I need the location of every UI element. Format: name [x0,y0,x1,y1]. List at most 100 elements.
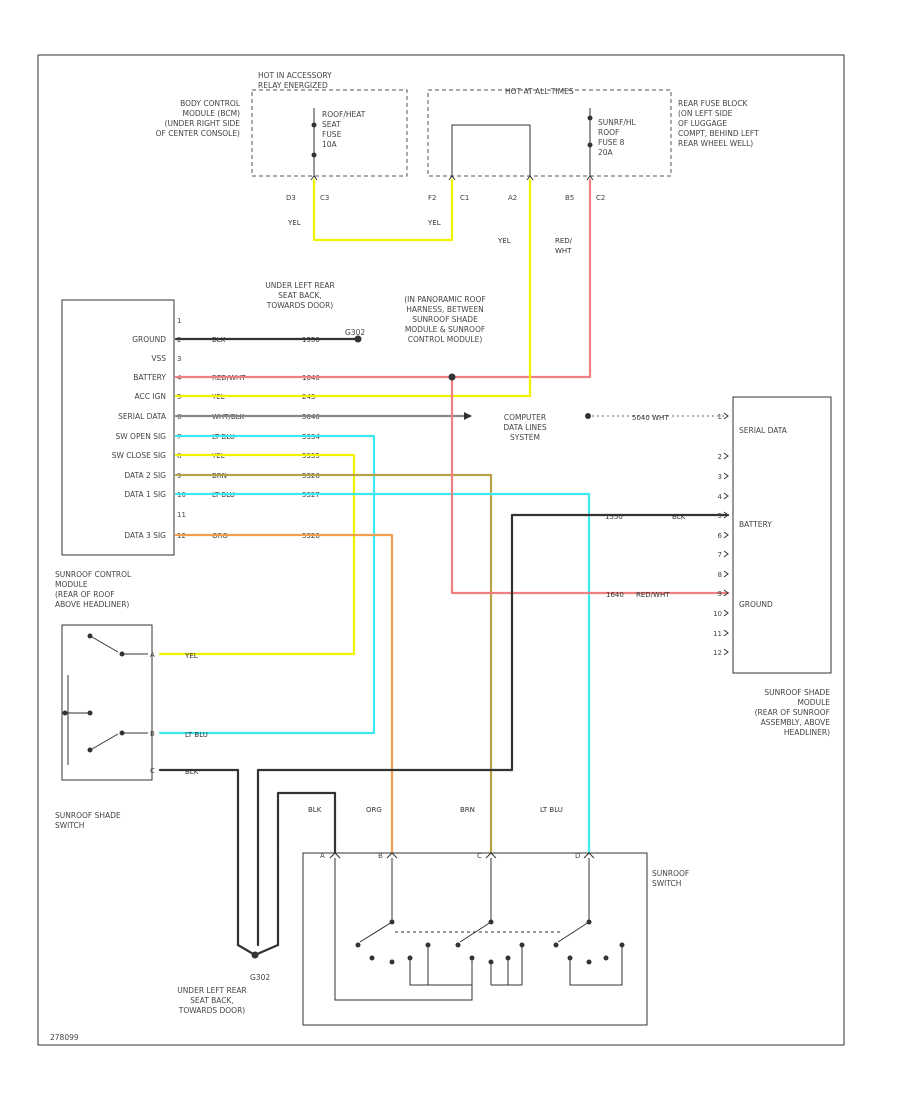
shade-module-pin-connector [723,531,729,539]
control-module-pin-label: SW CLOSE SIG [112,451,166,460]
sunroof-switch-box [302,852,648,1026]
shade-switch-box [61,624,153,781]
shade-module-pin-connector [723,609,729,617]
control-module-pin-label: DATA 2 SIG [124,471,166,480]
shade-module-box [732,396,832,674]
shade-module-pin-number: 5 [718,512,722,520]
pin-d3: D3 [286,194,296,202]
splice-node [448,373,456,381]
shade-module-pin-number: 6 [718,532,723,540]
wire-sunroof-switch-blk [276,791,337,947]
shade-serial-label: SERIAL DATA [739,426,788,435]
wire-data2-brn [174,473,493,854]
yel-loop-wire [312,178,454,242]
shade-wire-a-label: YEL [184,652,198,660]
shade-wire-c-label: BLK [185,768,199,776]
sunroof-wire-ltblu: LT BLU [540,806,563,814]
sunroof-pin-d: D [575,852,580,860]
sunroof-wire-blk: BLK [308,806,322,814]
fuse-right-top-dot [587,115,593,121]
shade-module-pin-number: 8 [718,571,722,579]
figure-id: 278099 [50,1033,79,1042]
battery-shade-wire-label: 1550 [605,513,623,521]
pin-c2: C2 [596,194,605,202]
yel-label-2: YEL [427,219,441,227]
wire-sw-close-yel [158,453,356,656]
wire-shade-battery-blk [256,513,730,947]
serial-dot [585,413,591,419]
rear-fuse-box [427,89,672,177]
sunroof-pin-c: C [477,852,482,860]
pin-c1: C1 [460,194,469,202]
wire-shade-switch-blk [158,768,240,947]
control-module-pin-number: 3 [177,355,181,363]
ground-bottom-node [251,951,259,959]
shade-switch-pin-b: B [150,730,155,738]
control-module-pin-number: 1 [177,317,181,325]
shade-module-pin-number: 4 [718,493,723,501]
shade-switch-pin-a: A [150,651,155,659]
fuse-left-bottom-dot [311,152,317,158]
control-module-pin-number: 11 [177,511,186,519]
shade-module-pin-connector [723,589,729,597]
wire-battery-redwht [174,178,592,379]
shade-module-pin-connector [723,492,729,500]
control-module-pin-label: DATA 1 SIG [124,490,166,499]
shade-battery-label: BATTERY [739,520,772,529]
ground-shade-wire-label: 1640 [606,591,624,599]
shade-module-pin-number: 9 [718,590,722,598]
ground-bottom-code: G302 [250,973,270,982]
wire-acc-yel [174,178,532,398]
pin-f2: F2 [428,194,436,202]
ground-top-code: G302 [345,328,365,337]
diagram-frame [37,54,845,1046]
wire-data3-org [174,533,394,854]
shade-module-pin-connector [723,511,729,519]
wire-data1-ltblu [174,492,591,854]
top-connectors [310,175,594,181]
battery-shade-color-label: BLK [672,513,686,521]
sunroof-wire-org: ORG [366,806,382,814]
bcm-fuse-box [251,89,408,177]
wire-sw-open-ltblu [158,434,376,735]
control-module-pin-label: ACC IGN [135,392,167,401]
pin-c3: C3 [320,194,329,202]
control-module-pin-label: SERIAL DATA [118,412,167,421]
shade-module-pin-connector [723,472,729,480]
shade-module-pin-number: 2 [718,453,722,461]
pin-b5: B5 [565,194,574,202]
ground-shade-color-label: RED/WHT [636,591,670,599]
shade-module-pin-connector [723,648,729,656]
control-module-pin-label: SW OPEN SIG [115,432,166,441]
shade-wire-b-label: LT BLU [185,731,208,739]
shade-module-pin-connector [723,412,729,420]
control-module-pin-label: GROUND [132,335,166,344]
red-wht-label: RED/WHT [555,237,573,255]
shade-module-pin-number: 1 [718,413,722,421]
sunroof-switch-connectors [329,852,595,859]
shade-module-pin-number: 10 [713,610,722,618]
yel-label-3: YEL [497,237,511,245]
fuse-left-top-dot [311,122,317,128]
control-module-pin-label: DATA 3 SIG [124,531,166,540]
shade-module-pin-connector [723,570,729,578]
serial-arrow [464,412,472,420]
shade-module-pin-connector [723,452,729,460]
shade-module-pin-number: 3 [718,473,722,481]
serial-shade-wire-label: 5040 WHT [632,414,669,422]
sunroof-wire-brn: BRN [460,806,475,814]
wire-shade-ground-redwht [450,375,730,595]
shade-module-pin-number: 7 [718,551,722,559]
shade-module-pin-number: 12 [713,649,722,657]
